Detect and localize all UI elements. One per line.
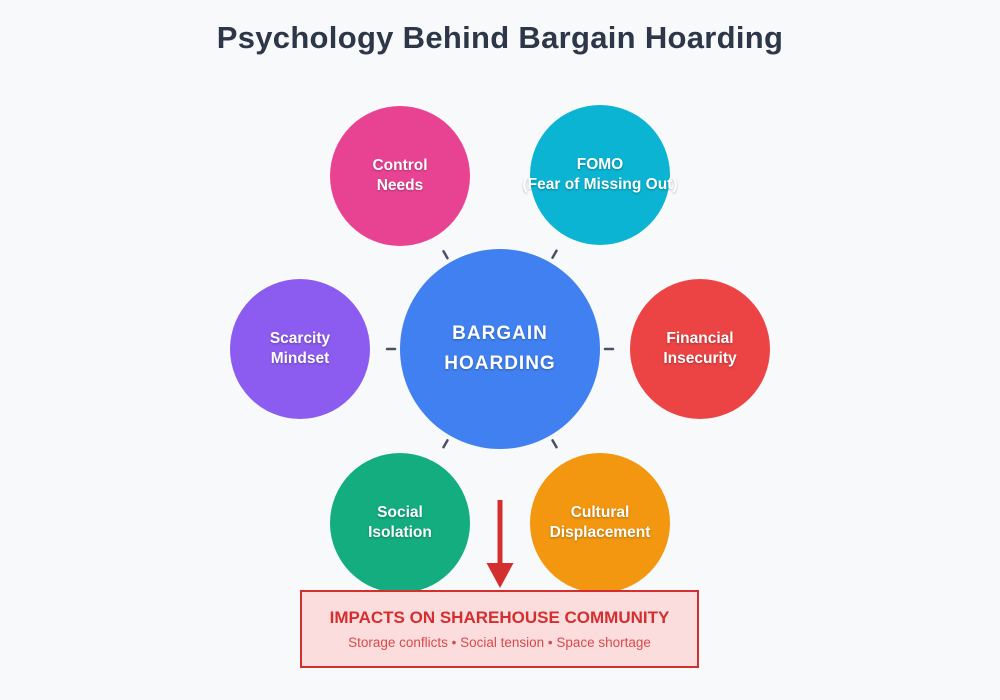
page-title: Psychology Behind Bargain Hoarding [216,20,784,55]
factor-label-line1: Social [377,504,423,521]
impact-box: IMPACTS ON SHAREHOUSE COMMUNITY Storage … [300,590,699,668]
connector-dash-cultural-displacement [551,439,558,449]
factor-label-line2: Isolation [368,524,432,541]
factor-node-fomo: FOMO (Fear of Missing Out) [523,105,678,245]
impact-arrow-icon [486,500,514,588]
factor-label-line2: Needs [376,177,424,194]
connector-dash-control-needs [442,250,449,260]
factor-label-line2: (Fear of Missing Out) [522,176,678,193]
center-node-bargain-hoarding: BARGAIN HOARDING [400,249,600,449]
factor-node-control-needs: Control Needs [330,106,470,246]
factor-node-social-isolation: Social Isolation [330,453,470,593]
impact-box-subtitle: Storage conflicts • Social tension • Spa… [348,635,651,650]
factor-label-line2: Mindset [270,350,330,367]
factor-node-scarcity-mindset: Scarcity Mindset [230,279,370,419]
factor-label-line1: Cultural [570,504,630,521]
factor-label-line1: Scarcity [269,330,331,347]
center-node-label-line2: HOARDING [444,353,556,374]
factor-label-line1: Control [372,157,428,174]
impact-box-title: IMPACTS ON SHAREHOUSE COMMUNITY [329,608,670,627]
impact-arrow-head [486,563,514,588]
connector-dash-fomo [551,249,558,259]
factor-label-line1: FOMO [576,156,624,173]
connector-dash-social-isolation [442,439,449,449]
factor-label-line2: Displacement [549,524,651,541]
factor-label-line1: Financial [666,330,734,347]
factor-label-line2: Insecurity [663,350,737,367]
factor-node-cultural-displacement: Cultural Displacement [530,453,670,593]
factor-node-financial-insecurity: Financial Insecurity [630,279,770,419]
center-node-label-line1: BARGAIN [452,323,548,344]
